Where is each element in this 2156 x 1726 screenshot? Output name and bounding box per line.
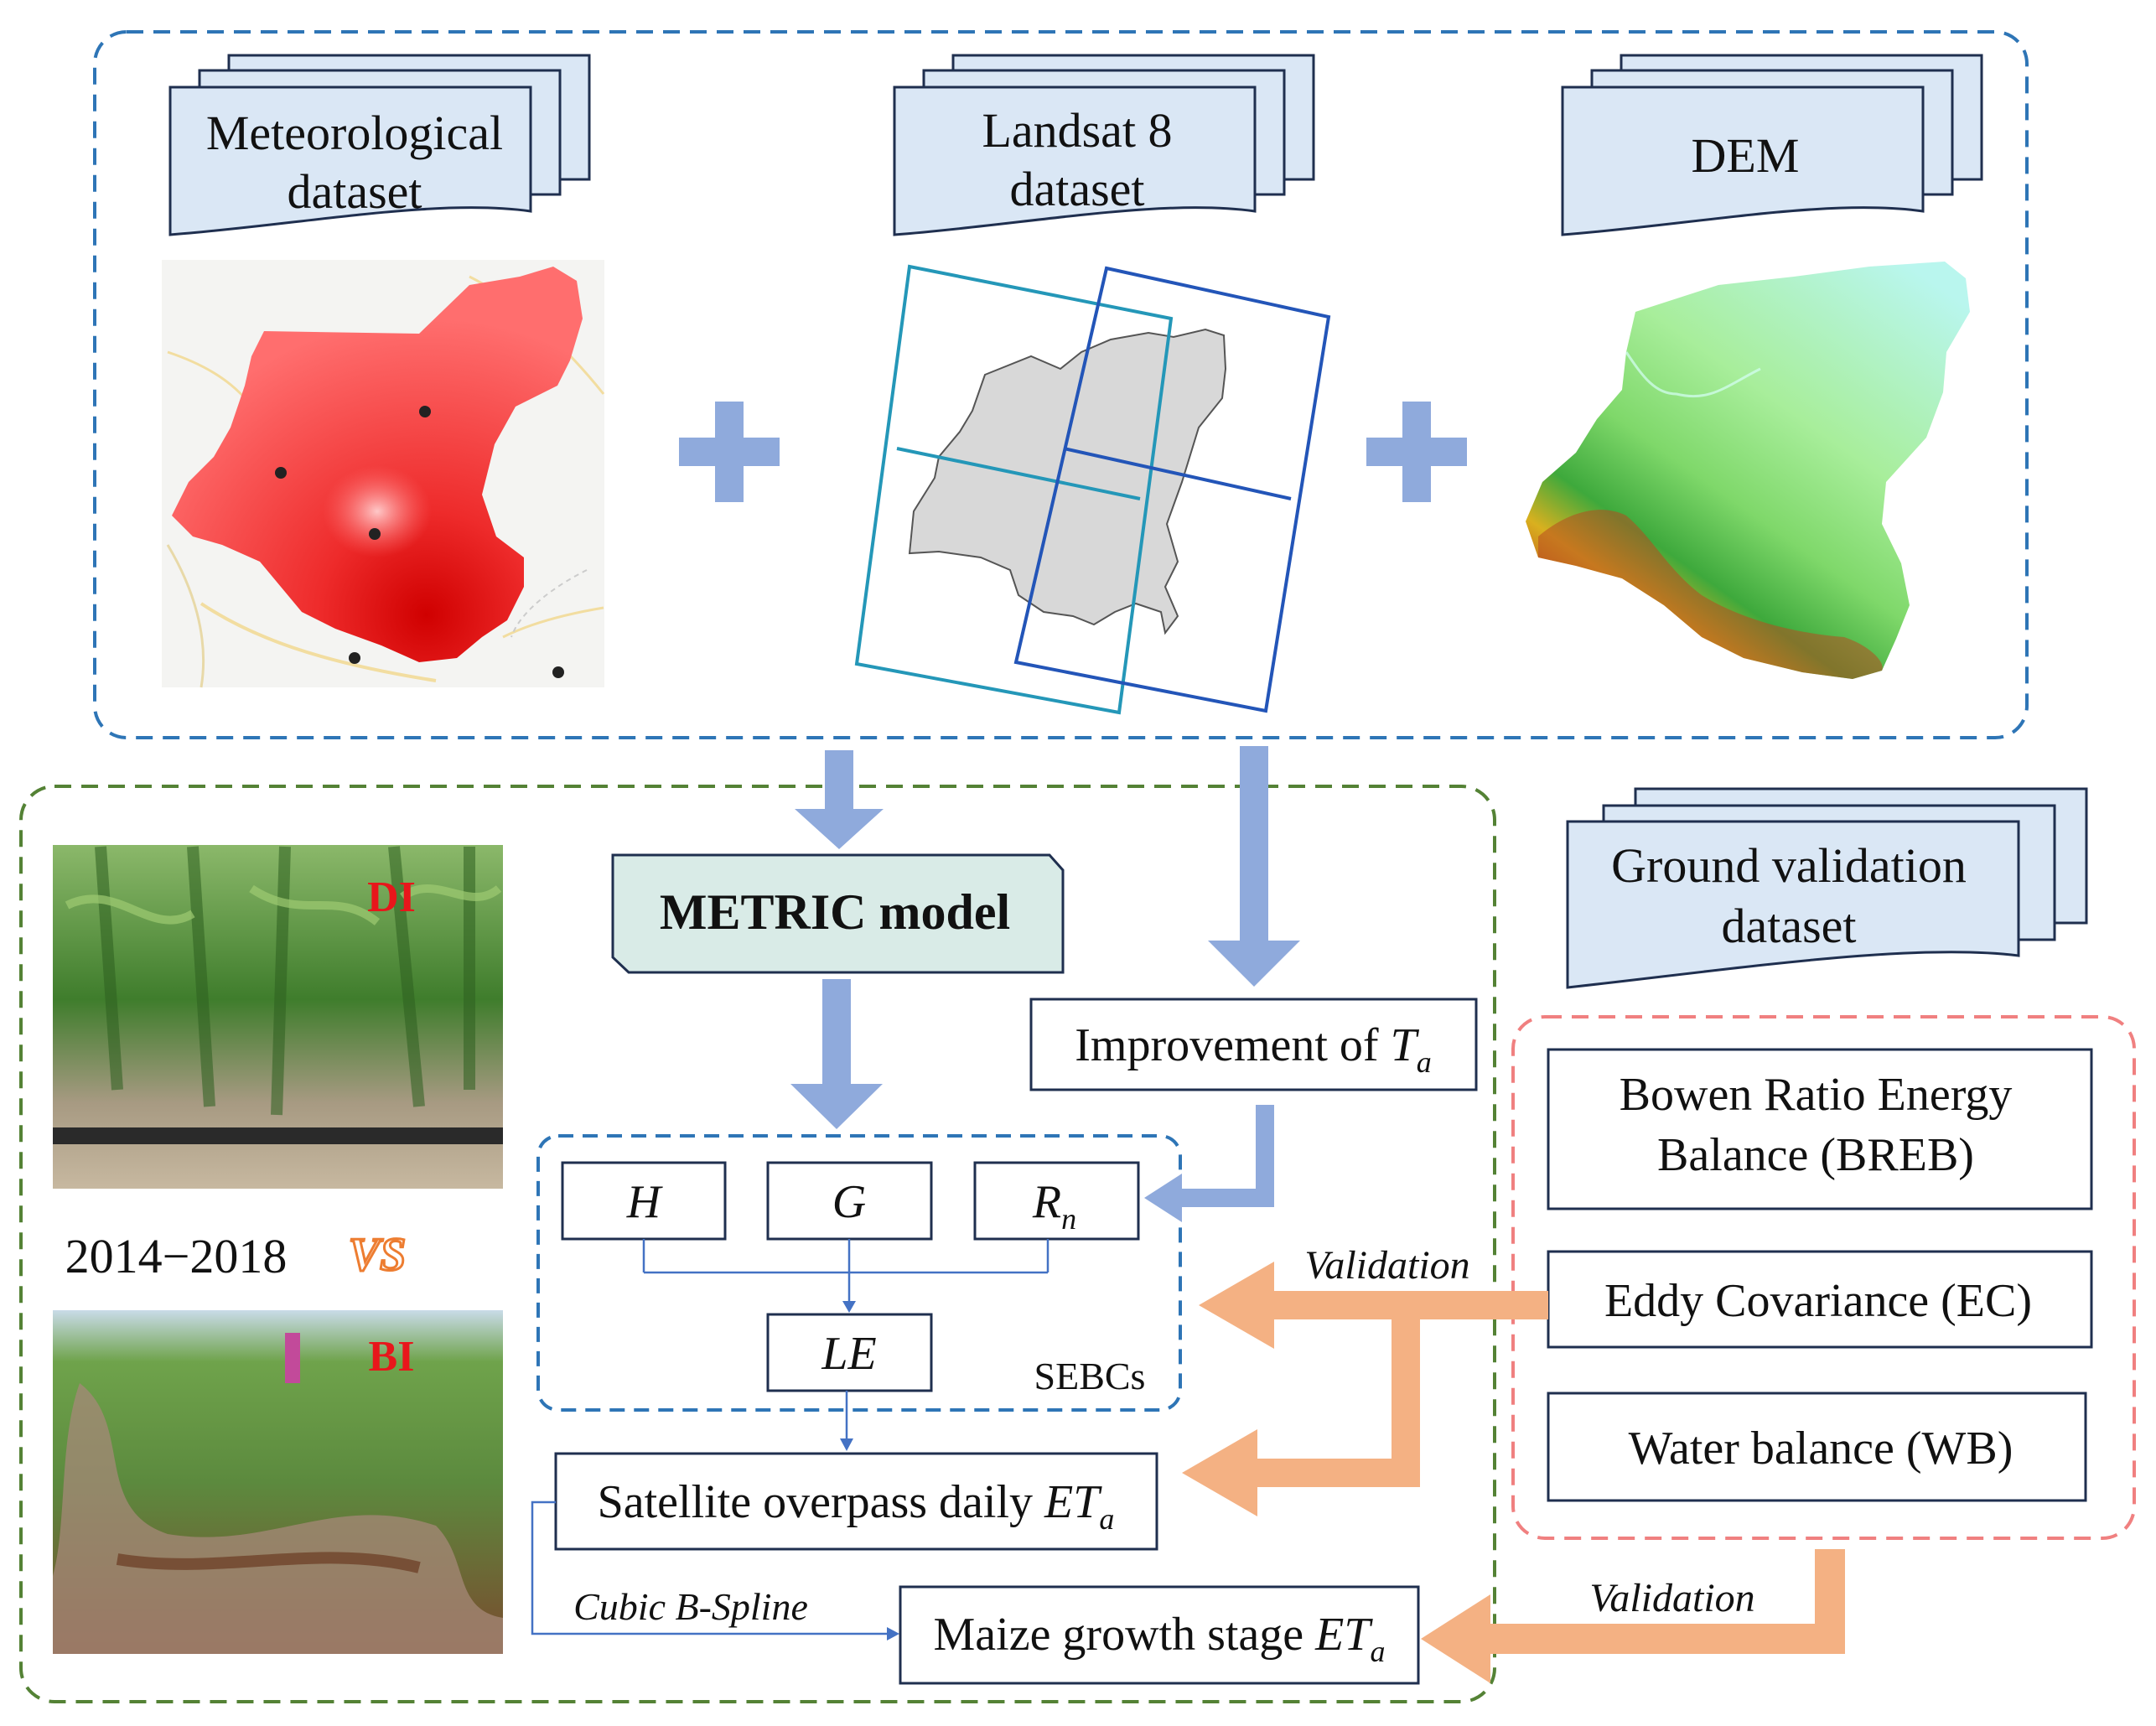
dem-map [1526, 262, 1970, 679]
h-label: H [626, 1176, 663, 1228]
arrow-datasets-to-metric [795, 750, 884, 849]
station-point [349, 652, 360, 664]
metric-model-box: METRIC model [611, 853, 1065, 974]
g-label: G [832, 1176, 866, 1228]
wb-label: Water balance (WB) [1629, 1423, 2013, 1475]
station-point [552, 666, 564, 678]
ground-methods-frame [1511, 1015, 2136, 1540]
g-box: G [766, 1161, 933, 1241]
metric-model-label: METRIC model [660, 884, 1010, 940]
landsat-dataset-icon: Landsat 8 dataset [893, 54, 1315, 236]
dem-label: DEM [1692, 128, 1800, 183]
daily-eta-box: Satellite overpass daily ETa [554, 1452, 1158, 1551]
dem-dataset-icon: DEM [1561, 54, 1983, 236]
meteorological-label-line2: dataset [287, 164, 422, 219]
arrow-improvement-to-rn [1144, 1105, 1274, 1222]
sebc-frame [536, 1134, 1182, 1412]
station-point [275, 467, 287, 479]
wb-box: Water balance (WB) [1547, 1392, 2087, 1502]
arrow-metric-to-sebc [790, 979, 883, 1129]
spline-connector [531, 1501, 899, 1640]
station-point [369, 528, 381, 540]
validation-arrow-ec [1182, 1262, 1548, 1516]
breb-box: Bowen Ratio Energy Balance (BREB) [1547, 1048, 2093, 1210]
landsat-scene-map [854, 264, 1331, 715]
bi-label: BI [369, 1333, 415, 1381]
validation-label-bottom: Validation [1589, 1576, 1754, 1620]
ground-validation-label-line2: dataset [1721, 899, 1856, 953]
sebc-connectors [642, 1239, 1049, 1313]
plus-icon [679, 402, 780, 502]
drip-irrigation-photo [53, 845, 503, 1189]
cubic-spline-label: Cubic B-Spline [573, 1585, 808, 1628]
plus-icon [1366, 402, 1467, 502]
h-box: H [561, 1161, 727, 1241]
ec-label: Eddy Covariance (EC) [1604, 1275, 2032, 1327]
di-label: DI [367, 873, 416, 921]
le-label: LE [821, 1328, 876, 1380]
border-irrigation-photo [53, 1310, 503, 1654]
arrow-datasets-to-improvement [1208, 746, 1300, 987]
sebcs-label: SEBCs [1034, 1355, 1146, 1397]
validation-label-top: Validation [1304, 1243, 1469, 1288]
le-box: LE [766, 1313, 933, 1392]
station-point [419, 406, 431, 417]
stage-eta-label: Maize growth stage ETa [934, 1609, 1386, 1668]
rn-box: Rn [973, 1161, 1140, 1241]
vs-label: VS [349, 1229, 407, 1281]
study-area-frame [19, 785, 1496, 1703]
ground-validation-dataset-icon: Ground validation dataset [1566, 787, 2088, 989]
breb-label-line1: Bowen Ratio Energy [1620, 1069, 2013, 1121]
stage-eta-box: Maize growth stage ETa [899, 1585, 1420, 1685]
improvement-ta-label: Improvement of Ta [1075, 1019, 1432, 1079]
meteorological-map [162, 260, 605, 688]
ec-box: Eddy Covariance (EC) [1547, 1250, 2093, 1349]
rn-label: Rn [1032, 1176, 1076, 1236]
daily-eta-label: Satellite overpass daily ETa [598, 1476, 1115, 1536]
input-datasets-frame [93, 30, 2029, 739]
ground-validation-label-line1: Ground validation [1611, 838, 1967, 893]
landsat-label-line2: dataset [1009, 162, 1144, 216]
le-to-daily-connector [840, 1391, 853, 1451]
breb-label-line2: Balance (BREB) [1657, 1129, 1974, 1181]
meteorological-label-line1: Meteorological [206, 106, 503, 160]
meteorological-dataset-icon: Meteorological dataset [168, 54, 591, 236]
validation-arrow-ground [1421, 1549, 1845, 1683]
improvement-ta-box: Improvement of Ta [1029, 998, 1478, 1091]
landsat-label-line1: Landsat 8 [982, 103, 1172, 158]
years-label: 2014−2018 [65, 1229, 288, 1283]
